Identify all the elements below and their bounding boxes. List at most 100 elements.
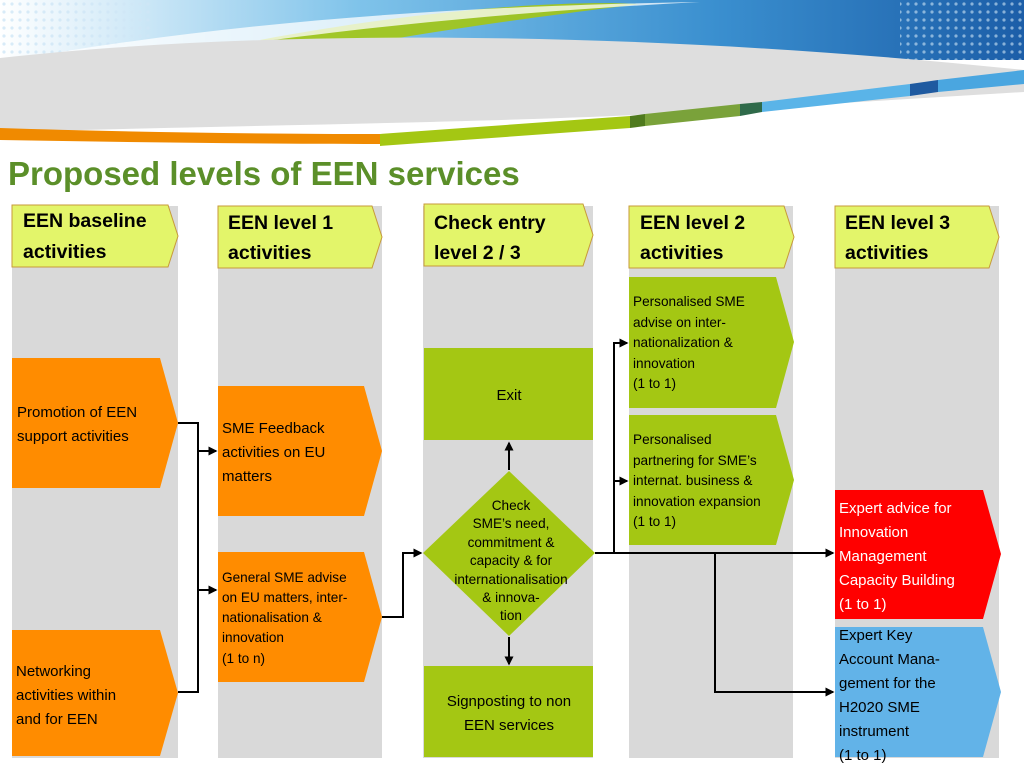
column-header-baseline: EEN baseline activities xyxy=(11,204,179,268)
box-shape-exit xyxy=(424,348,593,440)
box-networking: Networking activities within and for EEN xyxy=(12,630,178,756)
box-expert-key-line1: Expert Key xyxy=(839,627,913,644)
header-check-line1: Check entry xyxy=(434,212,546,234)
header-shape-check xyxy=(423,203,594,267)
check-line3: commitment & xyxy=(468,535,555,550)
box-general-line3: nationalisation & xyxy=(222,610,322,625)
header-shape-level1 xyxy=(217,205,383,269)
box-expert-key-line3: gement for the xyxy=(839,675,936,692)
box-ppartner-line5: (1 to 1) xyxy=(633,514,676,529)
box-shape-expert-advice xyxy=(835,490,1001,619)
box-expert-key-line4: H2020 SME xyxy=(839,699,920,716)
box-expert-advice-line3: Management xyxy=(839,548,927,565)
box-expert-advice-line2: Innovation xyxy=(839,524,908,541)
box-signposting: Signposting to non EEN services xyxy=(424,666,593,757)
header-level1-line2: activities xyxy=(228,242,312,264)
box-expert-advice-line4: Capacity Building xyxy=(839,572,955,589)
box-exit: Exit xyxy=(424,348,593,440)
box-promotion-line2: support activities xyxy=(17,428,129,445)
box-networking-line1: Networking xyxy=(16,663,91,680)
box-ppartner-line3: internat. business & xyxy=(633,473,752,488)
box-padvise-line5: (1 to 1) xyxy=(633,376,676,391)
check-line5: internationalisation xyxy=(454,572,567,587)
arrow-general-to-check xyxy=(382,548,423,618)
box-general-line5: (1 to n) xyxy=(222,651,265,666)
column-header-level3: EEN level 3 activities xyxy=(834,205,1000,269)
box-promotion-line1: Promotion of EEN xyxy=(17,404,137,421)
box-shape-personalised-advise xyxy=(629,277,794,408)
banner-light-blue-stripe xyxy=(938,70,1024,92)
box-ppartner-line4: innovation expansion xyxy=(633,494,761,509)
banner-darkest-stripe xyxy=(740,102,762,116)
check-line1: Check xyxy=(492,498,531,513)
box-shape-networking xyxy=(12,630,178,756)
box-exit-label: Exit xyxy=(496,387,522,404)
column-header-level1: EEN level 1 activities xyxy=(217,205,383,269)
box-personalised-partnering: Personalised partnering for SME’s intern… xyxy=(629,415,794,545)
box-shape-signposting xyxy=(424,666,593,757)
box-expert-advice: Expert advice for Innovation Management … xyxy=(835,490,1001,619)
box-padvise-line4: innovation xyxy=(633,356,695,371)
box-padvise-line1: Personalised SME xyxy=(633,294,745,309)
box-feedback-line1: SME Feedback xyxy=(222,420,325,437)
check-diamond-shape xyxy=(423,471,595,636)
box-padvise-line3: nationalization & xyxy=(633,335,733,350)
header-baseline-line2: activities xyxy=(23,241,107,263)
box-ppartner-line2: partnering for SME’s xyxy=(633,453,757,468)
column-header-level2: EEN level 2 activities xyxy=(628,205,795,269)
box-feedback-line3: matters xyxy=(222,468,272,485)
check-line7: tion xyxy=(500,608,522,623)
box-general-line1: General SME advise xyxy=(222,570,347,585)
box-shape-promotion xyxy=(12,358,178,488)
banner-mid-green-stripe xyxy=(645,104,740,126)
box-expert-key-line6: (1 to 1) xyxy=(839,747,887,764)
header-level1-line1: EEN level 1 xyxy=(228,212,333,234)
header-level2-line2: activities xyxy=(640,242,724,264)
header-level2-line1: EEN level 2 xyxy=(640,212,745,234)
banner-blue-stripe xyxy=(762,84,910,112)
box-expert-key-account: Expert Key Account Mana- gement for the … xyxy=(835,627,1001,764)
header-check-line2: level 2 / 3 xyxy=(434,242,521,264)
box-padvise-line2: advise on inter- xyxy=(633,315,726,330)
box-shape-general-advise xyxy=(218,552,382,682)
header-shape-level3 xyxy=(834,205,1000,269)
banner-grey-wave xyxy=(0,37,1024,132)
connector-promotion xyxy=(178,422,199,451)
banner-dark-green-stripe xyxy=(630,114,645,128)
column-header-check: Check entry level 2 / 3 xyxy=(423,203,594,267)
box-general-advise: General SME advise on EU matters, inter-… xyxy=(218,552,382,682)
banner-dots-right xyxy=(900,0,1024,60)
header-baseline-line1: EEN baseline xyxy=(23,210,147,232)
header-level3-line1: EEN level 3 xyxy=(845,212,950,234)
box-shape-personalised-partnering xyxy=(629,415,794,545)
header-banner xyxy=(0,0,1024,146)
box-signposting-line2: EEN services xyxy=(464,717,554,734)
banner-green-stripe xyxy=(380,116,630,146)
header-level3-line2: activities xyxy=(845,242,929,264)
banner-orange-wave xyxy=(0,128,380,144)
box-ppartner-line1: Personalised xyxy=(633,432,712,447)
box-shape-feedback xyxy=(218,386,382,516)
arrow-to-expert-key-account xyxy=(714,553,835,697)
box-shape-expert-key-account xyxy=(835,627,1001,757)
box-expert-key-line2: Account Mana- xyxy=(839,651,940,668)
check-line4: capacity & for xyxy=(470,553,553,568)
box-networking-line2: activities within xyxy=(16,687,116,704)
arrow-to-personalised-advise xyxy=(613,338,629,553)
page-title: Proposed levels of EEN services xyxy=(8,155,520,192)
arrow-to-general-advise xyxy=(197,451,218,595)
box-expert-advice-line5: (1 to 1) xyxy=(839,596,887,613)
check-decision: Check SME’s need, commitment & capacity … xyxy=(423,471,595,636)
box-expert-key-line5: instrument xyxy=(839,723,910,740)
box-feedback-line2: activities on EU xyxy=(222,444,325,461)
box-general-line4: innovation xyxy=(222,630,284,645)
box-expert-advice-line1: Expert advice for xyxy=(839,500,952,517)
box-networking-line3: and for EEN xyxy=(16,711,98,728)
box-general-line2: on EU matters, inter- xyxy=(222,590,347,605)
box-signposting-line1: Signposting to non xyxy=(447,693,571,710)
box-promotion: Promotion of EEN support activities xyxy=(12,358,178,488)
connector-networking xyxy=(178,451,199,693)
connectors xyxy=(178,338,835,697)
check-line6: & innova- xyxy=(482,590,539,605)
